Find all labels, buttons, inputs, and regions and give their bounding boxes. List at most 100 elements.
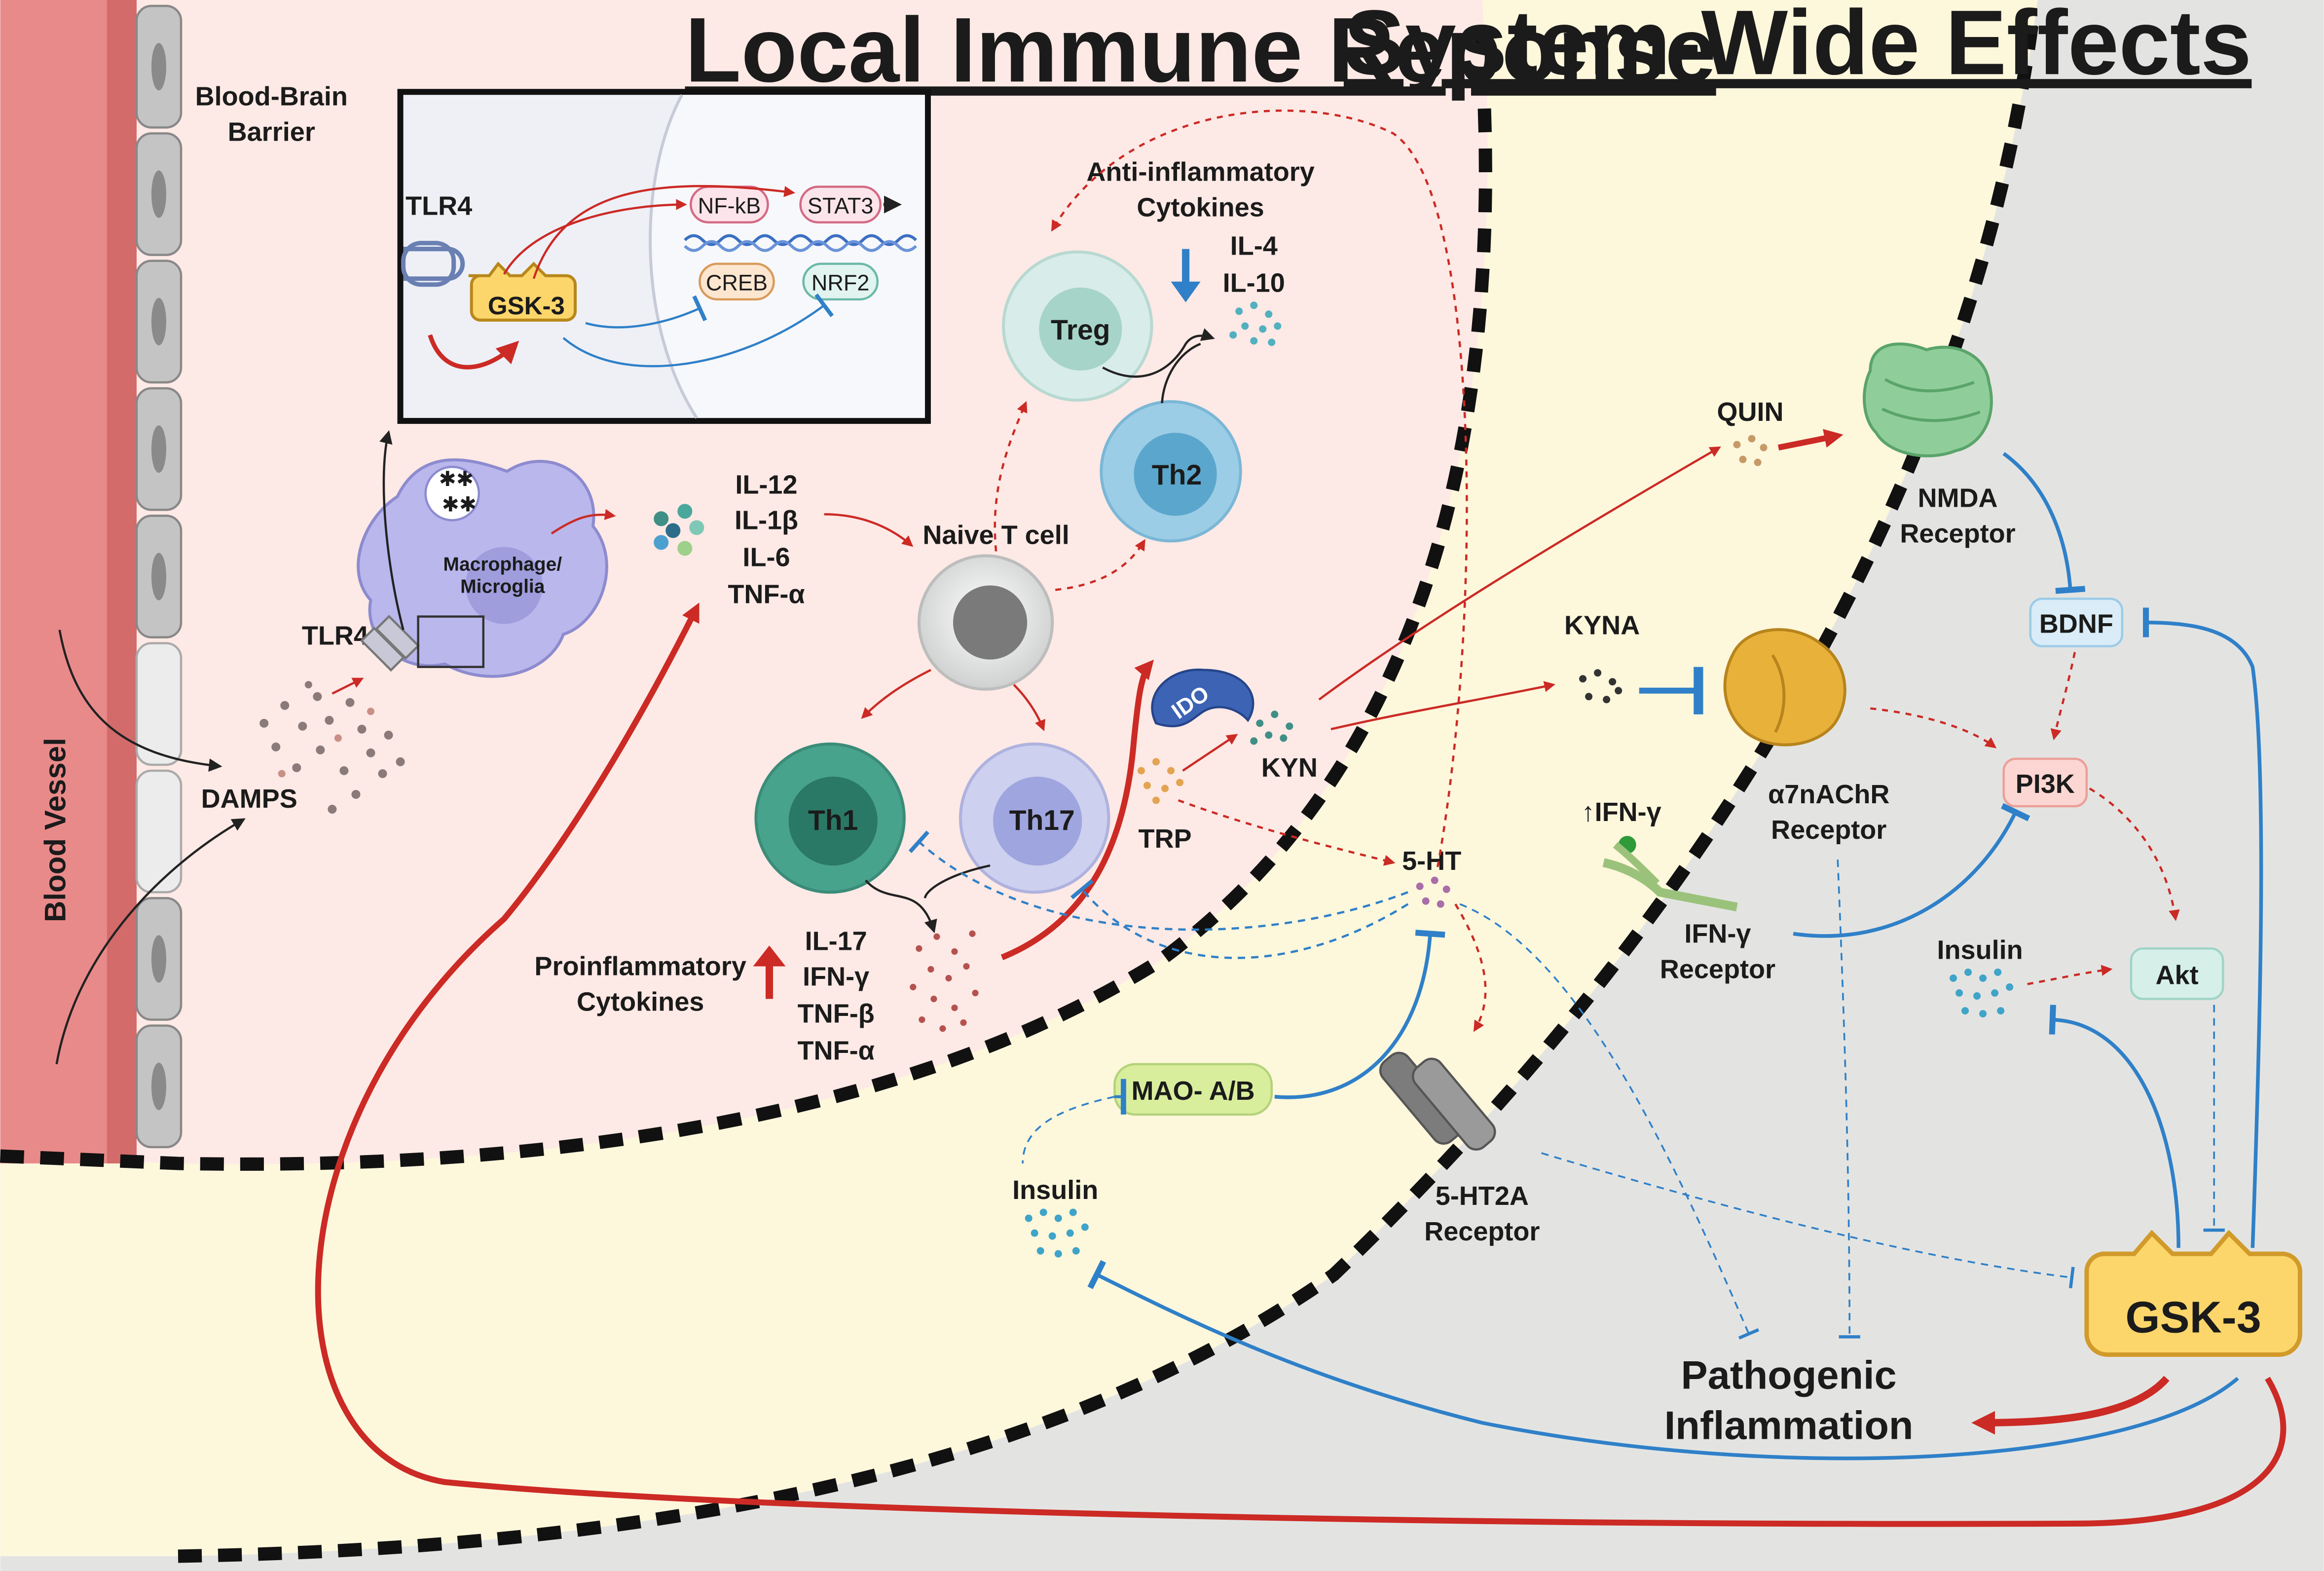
5ht2a-inhibits-gsk3: [1541, 1152, 2075, 1289]
tlr4-cell-label: TLR4: [302, 621, 369, 651]
nmda-label-1: NMDA: [1918, 483, 1997, 513]
mao-label: MAO- A/B: [1131, 1076, 1254, 1106]
pro-to-ido-arrow: [1000, 659, 1154, 961]
insulin-inhibits-mao: [1022, 1096, 1115, 1163]
cytokines-to-naive-arrow: [824, 513, 914, 547]
nrf2-label: NRF2: [812, 270, 870, 296]
pro-cytokine-4: TNF-α: [798, 1036, 875, 1066]
heading-local: Local Immune Reponse: [685, 0, 1716, 101]
ido-enzyme: [1151, 669, 1254, 727]
th1-label: Th1: [808, 805, 858, 836]
pro-secretion-arrow: [865, 879, 937, 934]
a7nachr-receptor: [1723, 628, 1846, 747]
gsk3-inhibits-insulin-left: [1087, 1260, 2239, 1460]
akt-box: [2130, 947, 2224, 1000]
a7-to-pi3k-arrow: [1870, 707, 1997, 748]
nfkb-label: NF-kB: [698, 193, 761, 219]
insulin-right-particles: [1950, 968, 2014, 1018]
5ht-to-anti-inflam-arrow: [1051, 109, 1468, 867]
inset-tlr4-label: TLR4: [406, 191, 472, 221]
creb-box: [699, 262, 775, 301]
macrophage-label-1: Macrophage/: [443, 554, 562, 575]
macro-cytokine-3: IL-6: [742, 542, 790, 572]
5ht2a-label-2: Receptor: [1424, 1217, 1540, 1246]
th17-label: Th17: [1009, 805, 1075, 836]
creb-label: CREB: [706, 270, 768, 296]
kyna-particles: [1579, 669, 1623, 704]
damps-to-tlr4-arrow: [332, 677, 364, 695]
5ht2a-receptor: [1379, 1051, 1496, 1151]
treg-label: Treg: [1051, 314, 1110, 346]
nmda-receptor: [1863, 342, 1993, 457]
th2-label: Th2: [1152, 459, 1202, 491]
naive-t-cell: [917, 554, 1054, 691]
ifng-receptor: [1602, 836, 1738, 912]
damps-entry-arrow-1: [58, 630, 222, 772]
stat3-label: STAT3: [808, 193, 874, 219]
macrophage-to-inset-arrow: [379, 430, 405, 631]
stat3-box: [799, 186, 882, 224]
akt-label: Akt: [2156, 961, 2199, 990]
insulin-left-label: Insulin: [1012, 1175, 1098, 1205]
5ht-inhibits-th17: [1070, 879, 1409, 959]
5ht-inhibits-th1: [908, 830, 1408, 931]
bdnf-label: BDNF: [2039, 609, 2113, 639]
5ht-inhibits-pathogenic: [1459, 903, 1760, 1340]
inset-gsk3-label: GSK-3: [488, 292, 565, 320]
ifng-rec-label-2: Receptor: [1660, 954, 1775, 984]
bdnf-box: [2029, 598, 2124, 647]
phagocytosed-damps: ✱✱: [439, 467, 474, 490]
pathogenic-label-1: Pathogenic: [1681, 1353, 1897, 1398]
ifng-up-label: ↑IFN-γ: [1582, 797, 1661, 827]
macrophage-label-2: Microglia: [460, 576, 545, 598]
th1-cell: [754, 742, 906, 894]
vessel-wall: [107, 0, 137, 1163]
th2-cell: [1100, 400, 1242, 543]
proinflam-label-1: Proinflammatory: [534, 951, 746, 981]
quin-label: QUIN: [1717, 397, 1783, 427]
insulin-to-akt-arrow: [2027, 965, 2113, 985]
kyn-particles: [1250, 711, 1293, 745]
local-boundary: [0, 14, 1492, 1171]
nrf2-box: [802, 262, 879, 301]
macro-cytokine-1: IL-12: [735, 470, 797, 499]
macro-cytokine-2: IL-1β: [735, 505, 798, 535]
svg-text:✱✱: ✱✱: [442, 492, 477, 516]
trp-label: TRP: [1138, 824, 1191, 854]
kyna-label: KYNA: [1564, 611, 1640, 640]
5ht-particles: [1416, 876, 1450, 908]
pro-cytokine-1: IL-17: [805, 926, 867, 956]
5ht-to-5ht2a-arrow: [1454, 903, 1487, 1032]
quin-particles: [1733, 435, 1768, 466]
pi3k-box: [2002, 757, 2088, 808]
quin-to-nmda-arrow: [1777, 429, 1844, 451]
ifng-inhibits-pi3k: [1793, 803, 2030, 938]
inset-gsk3-shape: [468, 262, 577, 322]
macrophage-cytokine-particles: [654, 504, 704, 556]
pathogenic-label-2: Inflammation: [1664, 1404, 1914, 1448]
5ht-label: 5-HT: [1402, 846, 1461, 876]
gsk3-main-label: GSK-3: [2125, 1292, 2261, 1342]
anti-cytokine-particles: [1229, 301, 1282, 346]
pi3k-label: PI3K: [2016, 769, 2075, 799]
gsk3-to-pathogenic-arrow: [1971, 1376, 2170, 1435]
trp-to-5ht-arrow: [1178, 799, 1396, 866]
a7-label-1: α7nAChR: [1768, 780, 1889, 809]
bbb-label-2: Barrier: [228, 117, 315, 147]
blood-vessel-label: Blood Vessel: [39, 738, 72, 922]
damps-entry-arrow-2: [55, 818, 246, 1065]
a7-label-2: Receptor: [1771, 815, 1886, 845]
heading-systemic: System-Wide Effects: [1344, 0, 2251, 94]
trp-to-kyn-arrow: [1182, 734, 1238, 772]
kyn-label: KYN: [1261, 753, 1318, 783]
gsk3-inhibits-bdnf: [2142, 607, 2263, 1248]
kyn-to-kyna-arrow: [1330, 681, 1555, 731]
damps-label: DAMPS: [201, 784, 297, 814]
mao-box: [1113, 1063, 1273, 1116]
proinflam-label-2: Cytokines: [577, 987, 704, 1017]
anti-cytokine-2: IL-10: [1223, 268, 1285, 298]
pro-cytokine-particles: [910, 930, 979, 1032]
ifng-rec-label-1: IFN-γ: [1684, 919, 1751, 948]
gsk3-to-macrophage-cytokines-arrow: [315, 602, 2287, 1527]
